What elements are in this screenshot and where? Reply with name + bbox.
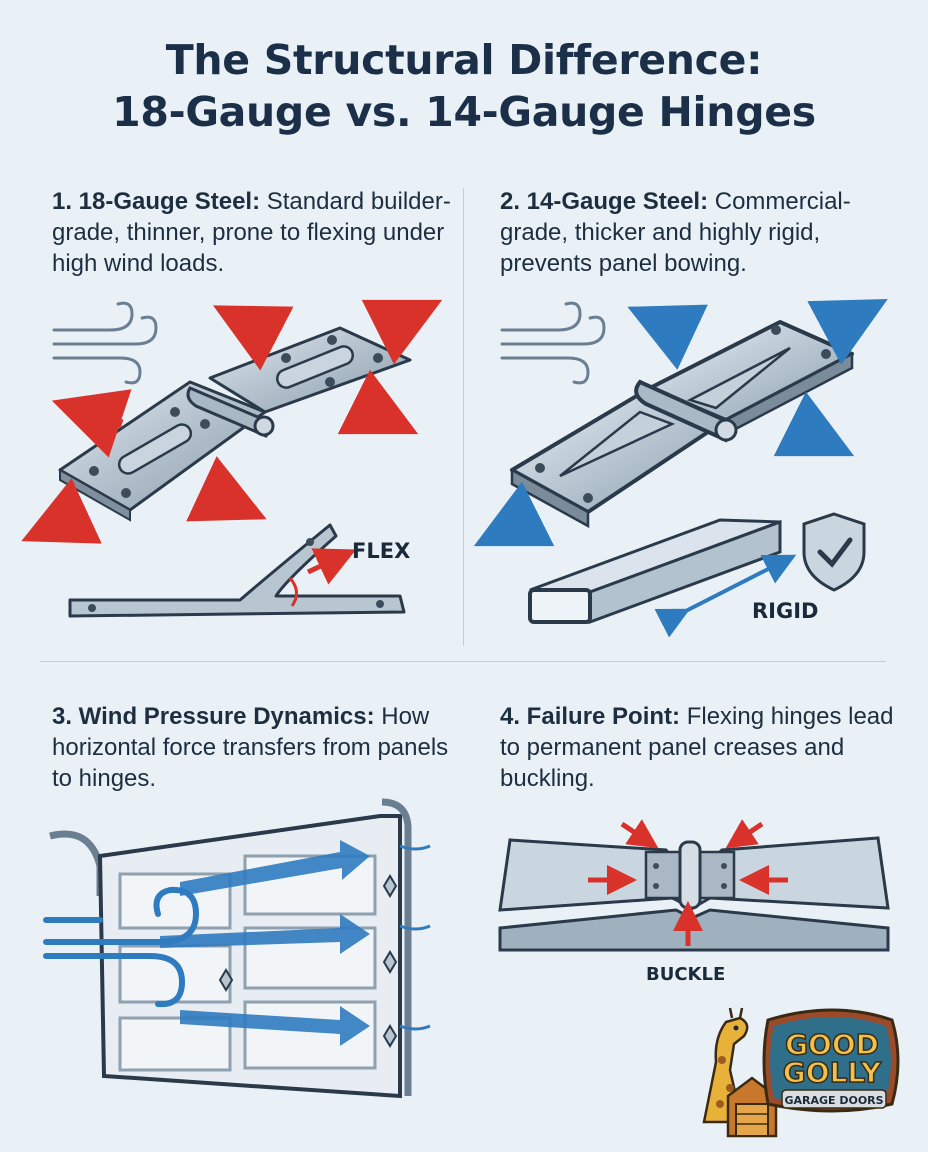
garage-icon bbox=[726, 1076, 778, 1138]
door-track-left bbox=[49, 830, 104, 896]
giraffe-mascot-icon bbox=[702, 1007, 749, 1124]
wind-icon bbox=[52, 301, 158, 385]
horizontal-divider bbox=[40, 661, 886, 662]
panel-wind-text: 3. Wind Pressure Dynamics: How horizonta… bbox=[52, 701, 452, 794]
buckle-illustration: BUCKLE bbox=[498, 819, 890, 985]
title-line-2: 18-Gauge vs. 14-Gauge Hinges bbox=[112, 88, 816, 136]
vertical-divider bbox=[463, 188, 464, 646]
title-line-1: The Structural Difference: bbox=[165, 36, 763, 84]
panel-wind-body: How horizontal force transfers from pane… bbox=[52, 703, 449, 792]
wind-icon bbox=[500, 301, 606, 385]
panel-wind-heading: 3. Wind Pressure Dynamics: bbox=[52, 703, 375, 730]
pressure-arrows bbox=[160, 840, 370, 1046]
rigid-label: RIGID bbox=[752, 599, 818, 623]
flexing-hinge-illustration: FLEX bbox=[21, 299, 443, 618]
panel-14-gauge-body: Commercial-grade, thicker and highly rig… bbox=[500, 188, 851, 277]
panel-failure-text: 4. Failure Point: Flexing hinges lead to… bbox=[500, 701, 900, 794]
panel-14-gauge-heading: 2. 14-Gauge Steel: bbox=[500, 188, 709, 215]
panel-14-gauge-text: 2. 14-Gauge Steel: Commercial-grade, thi… bbox=[500, 186, 905, 279]
panel-18-gauge-body: Standard builder-grade, thinner, prone t… bbox=[52, 188, 451, 277]
good-golly-logo: GOOD GOLLY GARAGE DOORS bbox=[702, 1007, 900, 1138]
buckle-label: BUCKLE bbox=[646, 964, 725, 985]
buckle-force-arrows bbox=[588, 819, 788, 946]
flex-label: FLEX bbox=[352, 539, 410, 563]
panel-18-gauge-text: 1. 18-Gauge Steel: Standard builder-grad… bbox=[52, 186, 452, 279]
logo-line-2: GOLLY bbox=[783, 1056, 882, 1089]
page-title: The Structural Difference: 18-Gauge vs. … bbox=[0, 34, 928, 138]
logo-line-1: GOOD bbox=[785, 1028, 879, 1061]
blue-force-arrows bbox=[473, 299, 888, 547]
door-track-right bbox=[381, 798, 412, 1096]
buckled-hinge bbox=[644, 840, 736, 910]
red-force-arrows bbox=[21, 299, 443, 544]
flexed-hinge-strip bbox=[68, 523, 406, 618]
panel-failure-body: Flexing hinges lead to permanent panel c… bbox=[500, 703, 894, 792]
panel-18-gauge-heading: 1. 18-Gauge Steel: bbox=[52, 188, 261, 215]
panel-failure-heading: 4. Failure Point: bbox=[500, 703, 681, 730]
wind-pressure-illustration bbox=[43, 798, 431, 1099]
shield-check-icon bbox=[802, 512, 866, 592]
rigid-hinge-illustration: RIGID bbox=[473, 299, 888, 638]
panel-layer-bottom bbox=[498, 908, 890, 952]
logo-tagline: GARAGE DOORS bbox=[784, 1094, 883, 1107]
